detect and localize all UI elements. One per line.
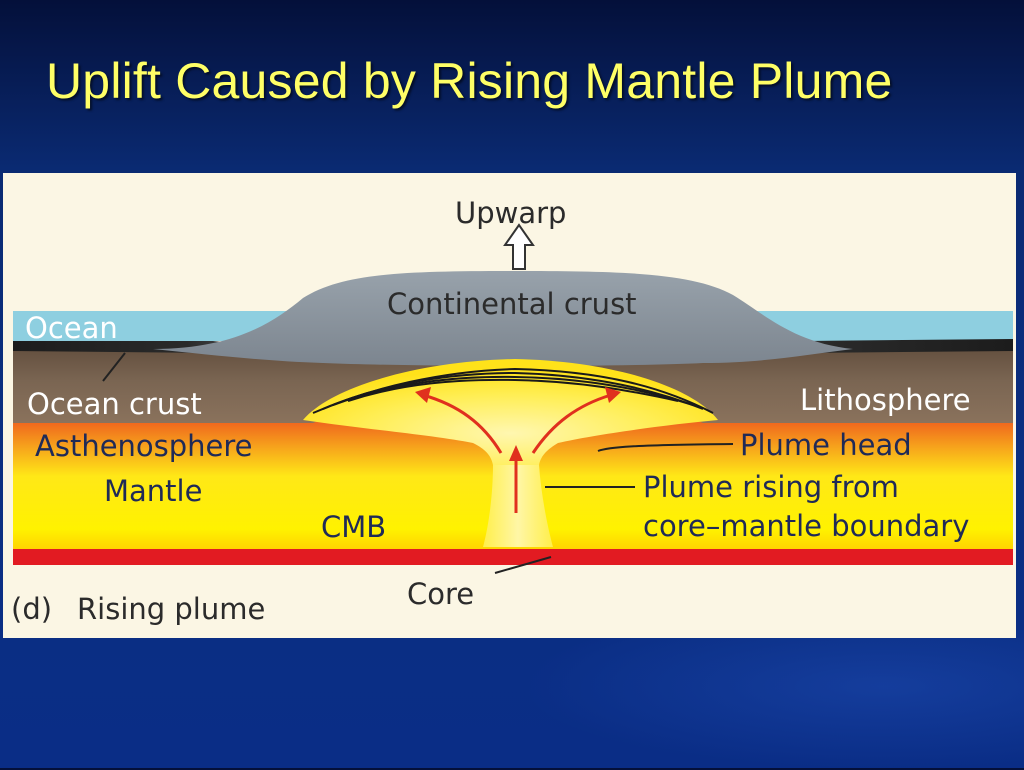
label-lithosphere: Lithosphere (800, 383, 971, 417)
caption-text: Rising plume (77, 592, 265, 626)
label-continental-crust: Continental crust (387, 287, 637, 321)
flow-arrow-left (422, 393, 503, 454)
leader-ocean-crust (102, 352, 126, 382)
label-plume-rising-line1: Plume rising from (643, 470, 899, 504)
arrowheads (415, 387, 621, 461)
label-upwarp: Upwarp (455, 196, 566, 230)
caption-letter: (d) (11, 592, 52, 626)
leader-lines (102, 352, 734, 574)
slide-title: Uplift Caused by Rising Mantle Plume (46, 53, 893, 109)
upwarp-arrow-icon (503, 223, 535, 270)
leader-plume-head (597, 443, 734, 452)
flow-arrow-right (531, 393, 612, 454)
continental-crust (153, 271, 853, 366)
leader-core (494, 556, 552, 574)
label-cmb: CMB (321, 510, 386, 544)
label-mantle: Mantle (104, 474, 202, 508)
label-asthenosphere: Asthenosphere (35, 429, 253, 463)
plume-flow-arrows (422, 393, 612, 513)
core-layer (13, 549, 1013, 565)
label-plume-head: Plume head (740, 428, 912, 462)
label-plume-rising-line2: core–mantle boundary (643, 509, 969, 543)
background-glow (520, 630, 1024, 770)
label-core: Core (407, 577, 474, 611)
label-ocean: Ocean (25, 311, 118, 345)
plume-stem (483, 465, 553, 547)
mantle-plume-diagram: Upwarp Continental crust Ocean Ocean cru… (3, 173, 1016, 638)
plume-head-streaks (312, 367, 714, 414)
diagram-svg: Upwarp Continental crust Ocean Ocean cru… (3, 173, 1016, 638)
label-ocean-crust: Ocean crust (27, 387, 202, 421)
